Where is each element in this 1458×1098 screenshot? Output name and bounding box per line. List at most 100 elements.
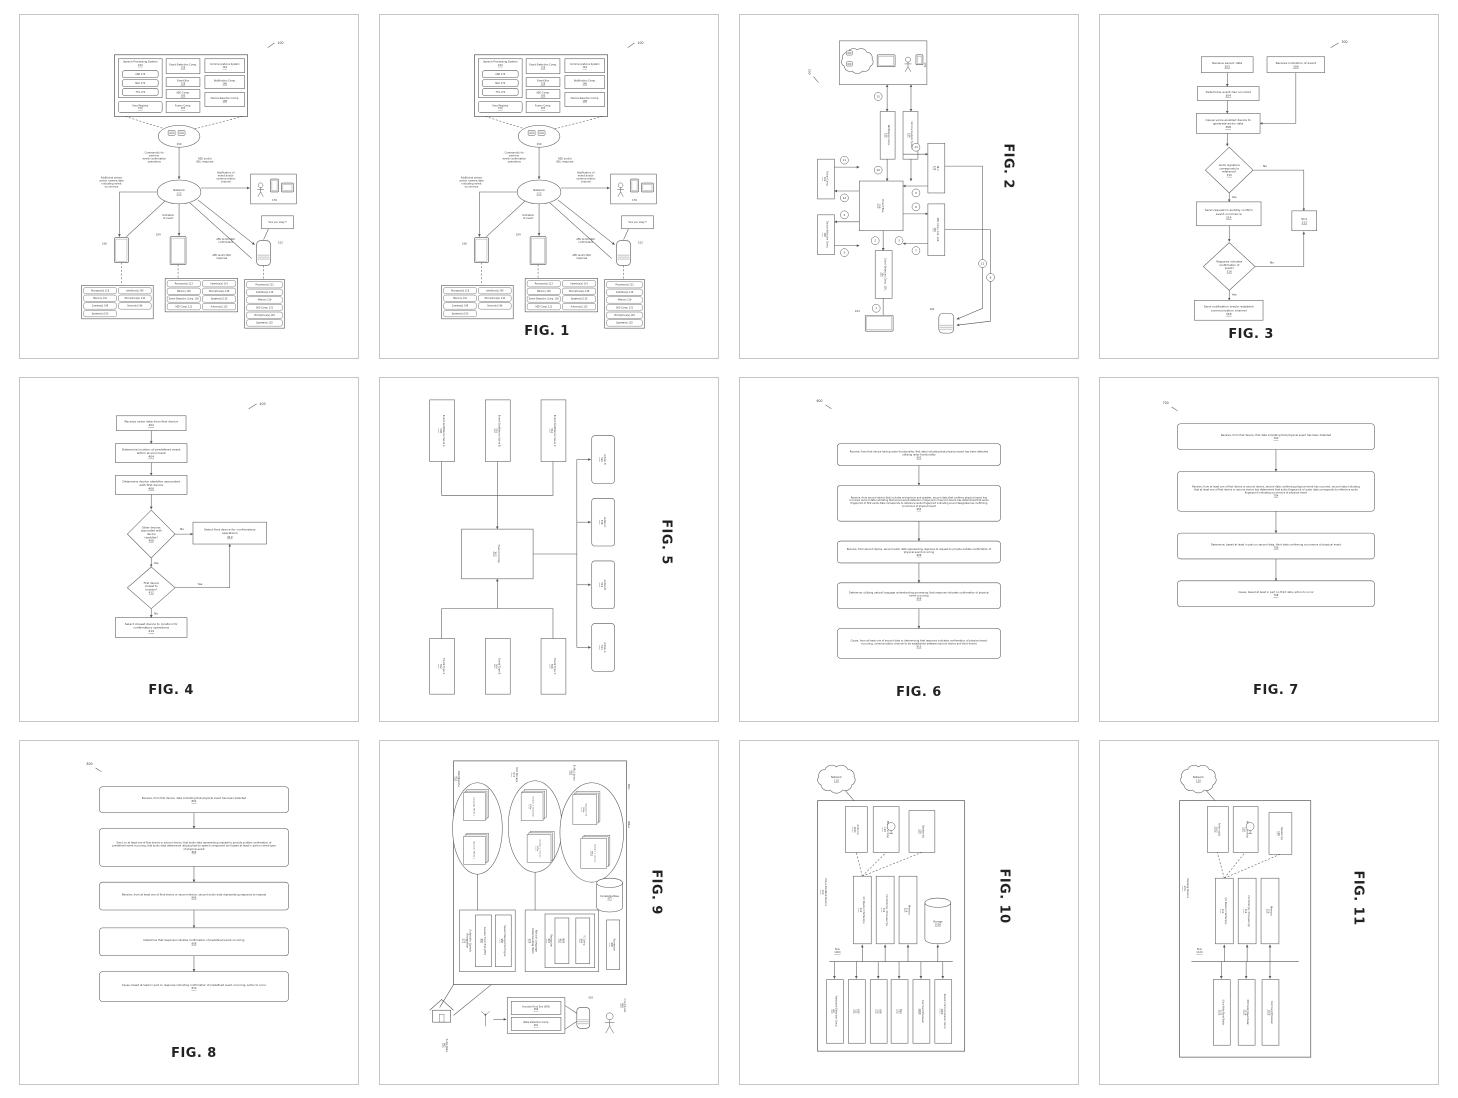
component-box: Fusion Comp.162 (817, 158, 835, 200)
svg-text:Antenna1104: Antenna1104 (853, 824, 859, 835)
connector-line (197, 199, 255, 245)
component-box: IC Comp.964 (575, 917, 591, 964)
svg-text:AED Comp. 121: AED Comp. 121 (256, 306, 274, 309)
svg-text:Natural LanguageUnderstanding: Natural LanguageUnderstanding (NLU)172 (528, 928, 538, 954)
component-box: Microphone(s)118 (1232, 806, 1259, 853)
device-icon (169, 236, 187, 265)
svg-text:Acoustic Model 1: Acoustic Model 1 (473, 842, 476, 860)
person-icon (617, 182, 624, 197)
model-stack-icon: Domain 1 Lexicon986a (580, 835, 611, 869)
component-box: Speaker(s)120 (908, 810, 936, 853)
svg-text:Action C518: Action C518 (600, 517, 607, 528)
svg-text:Notification Comp.166: Notification Comp.166 (214, 79, 236, 85)
svg-text:Processor(s) 118: Processor(s) 118 (451, 289, 470, 292)
annotation-text: 800 (87, 762, 93, 766)
device-icon (630, 178, 639, 193)
svg-text:200: 200 (808, 69, 812, 75)
component-box: Ultra-Wide Band Radar1112 (1213, 979, 1231, 1046)
svg-text:Voice-Enabled Device102: Voice-Enabled Device102 (821, 878, 828, 906)
connector-line (1224, 852, 1246, 879)
svg-text:Acoustic Front End (AFE)956: Acoustic Front End (AFE)956 (480, 927, 486, 955)
svg-text:Speaker(s)120: Speaker(s)120 (919, 825, 925, 838)
svg-text:FIG. 4: FIG. 4 (148, 683, 194, 698)
device-icon (864, 314, 894, 332)
connector-line (564, 1005, 577, 1014)
process-step-box: Cause, based at least in part on third d… (1177, 580, 1375, 607)
connector-line (497, 608, 554, 639)
svg-text:13: 13 (914, 145, 918, 149)
svg-text:No: No (154, 612, 158, 616)
server-icon (167, 130, 176, 136)
annotation-text: 104 (855, 309, 860, 313)
annotation-text: 600 (816, 399, 822, 403)
annotation-text: 902 (588, 996, 593, 999)
svg-text:Microphone(s)118: Microphone(s)118 (1242, 821, 1248, 838)
process-step-box: Determine, based at least in part on sec… (1177, 532, 1375, 560)
component-box: Fusion Comp.162 (525, 101, 561, 113)
svg-text:Microphone(s) 128: Microphone(s) 128 (209, 290, 230, 293)
process-step-box: Action B516 (591, 560, 615, 609)
component-box: Antenna(s)1102 (1207, 806, 1229, 853)
svg-text:Communications System164: Communications System164 (907, 121, 913, 150)
connector-line (441, 461, 498, 496)
annotation-text: Yes (1232, 195, 1237, 199)
svg-text:IC Comp.964: IC Comp.964 (580, 936, 586, 947)
svg-text:Notification Comp.166: Notification Comp.166 (574, 79, 596, 85)
figure-caption: FIG. 2 (1000, 143, 1015, 189)
svg-text:Antenna(s) 132: Antenna(s) 132 (211, 305, 228, 308)
smart-speaker-icon (938, 312, 955, 334)
svg-text:Notification Comp.166: Notification Comp.166 (884, 125, 890, 146)
component-box: AED121 (848, 979, 866, 1044)
component-box: ASR 170 (482, 70, 519, 78)
svg-text:Event Type A502: Event Type A502 (439, 658, 446, 674)
figure-caption: FIG. 5 (658, 519, 673, 565)
connector-line (118, 191, 158, 237)
component-box: Event-Detection Comp. 136,156 (874, 250, 893, 299)
component-box: Command Processor1008 (912, 979, 931, 1044)
svg-text:Fusion Comp.162: Fusion Comp.162 (535, 104, 551, 110)
annotation-text: Automatic SpeechRecognition170 (463, 930, 473, 953)
svg-text:Receive, from second device th: Receive, from second device that include… (849, 496, 989, 511)
svg-text:Session Communication Comp.100: Session Communication Comp.1006 (940, 994, 946, 1030)
model-stack-icon: Gazetteer A984a (572, 791, 601, 825)
connector-line (564, 1021, 577, 1030)
process-step-box: Action C518 (591, 498, 615, 547)
svg-text:Speaker(s) 120: Speaker(s) 120 (256, 322, 273, 325)
svg-text:Cause, from at least one of se: Cause, from at least one of second data … (851, 638, 988, 648)
svg-text:No: No (1270, 261, 1274, 265)
svg-text:Sensor(s) 146: Sensor(s) 146 (487, 305, 503, 308)
svg-text:NLU 172: NLU 172 (135, 82, 145, 85)
model-stack-icon: Domain 1 Grammar976a (520, 789, 547, 821)
component-box: TTS 174 (482, 88, 519, 96)
step-number-marker: 1 (871, 304, 881, 313)
annotation-text: 100 (637, 41, 643, 45)
svg-text:Determine, utilizing natural l: Determine, utilizing natural language un… (849, 591, 989, 601)
step-number-marker: 7 (911, 246, 921, 255)
person-icon (604, 1012, 615, 1034)
svg-text:104: 104 (516, 233, 521, 237)
